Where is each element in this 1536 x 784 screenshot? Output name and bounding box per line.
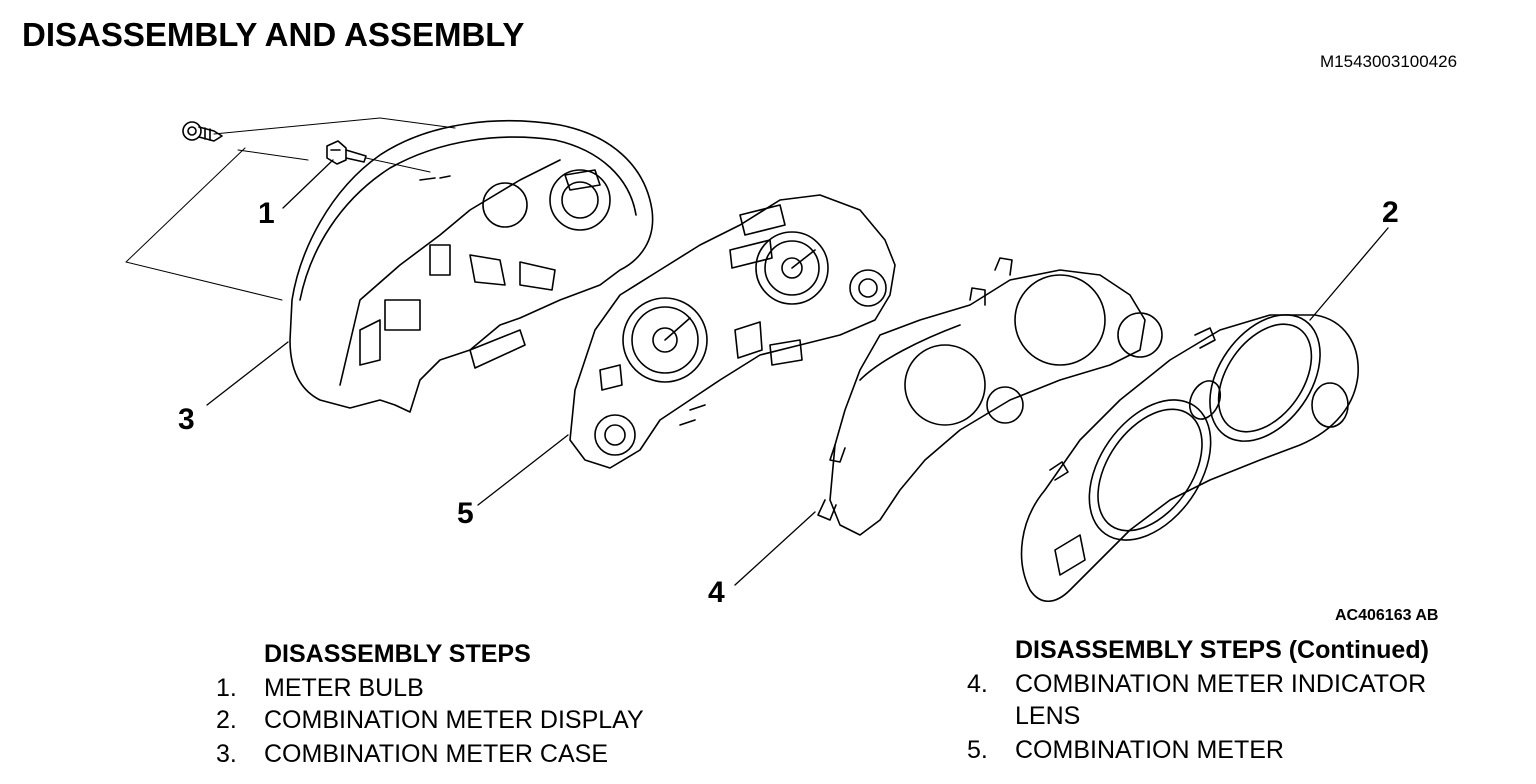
step-item: 5. COMBINATION METER: [967, 736, 1487, 766]
meter-case-part: [289, 120, 654, 413]
step-text: COMBINATION METER: [1015, 736, 1284, 764]
step-text: COMBINATION METER CASE: [264, 740, 609, 768]
meter-display-part: [1020, 314, 1359, 603]
step-text: METER BULB: [264, 674, 424, 702]
step-number: 1.: [216, 674, 237, 702]
step-item: 3. COMBINATION METER CASE: [216, 740, 736, 770]
assembly-guide-lines: [125, 117, 456, 301]
step-number: 4.: [967, 670, 988, 698]
callout-2: 2: [1382, 196, 1399, 229]
combination-meter-part: [569, 194, 896, 469]
screw-part: [182, 121, 223, 142]
callout-3: 3: [178, 403, 195, 436]
step-item: 1. METER BULB: [216, 674, 736, 704]
step-item: 2. COMBINATION METER DISPLAY: [216, 706, 736, 736]
steps-heading-left: DISASSEMBLY STEPS: [264, 640, 531, 668]
step-number: 2.: [216, 706, 237, 734]
callout-5: 5: [457, 497, 474, 530]
indicator-lens-part: [817, 257, 1163, 536]
step-text-continued: LENS: [1015, 702, 1081, 730]
step-text: COMBINATION METER INDICATOR: [1015, 670, 1427, 698]
callout-1: 1: [258, 197, 275, 230]
steps-heading-right: DISASSEMBLY STEPS (Continued): [1015, 636, 1429, 664]
step-text: COMBINATION METER DISPLAY: [264, 706, 644, 734]
step-item: 4. COMBINATION METER INDICATOR: [967, 670, 1487, 700]
callout-4: 4: [708, 576, 725, 609]
page-title: DISASSEMBLY AND ASSEMBLY: [22, 16, 525, 53]
figure-id: AC406163 AB: [1335, 607, 1439, 624]
document-id: M1543003100426: [1320, 52, 1458, 71]
leader-lines: [206, 159, 1389, 586]
step-number: 3.: [216, 740, 237, 768]
meter-bulb-part: [326, 140, 367, 165]
step-number: 5.: [967, 736, 988, 764]
